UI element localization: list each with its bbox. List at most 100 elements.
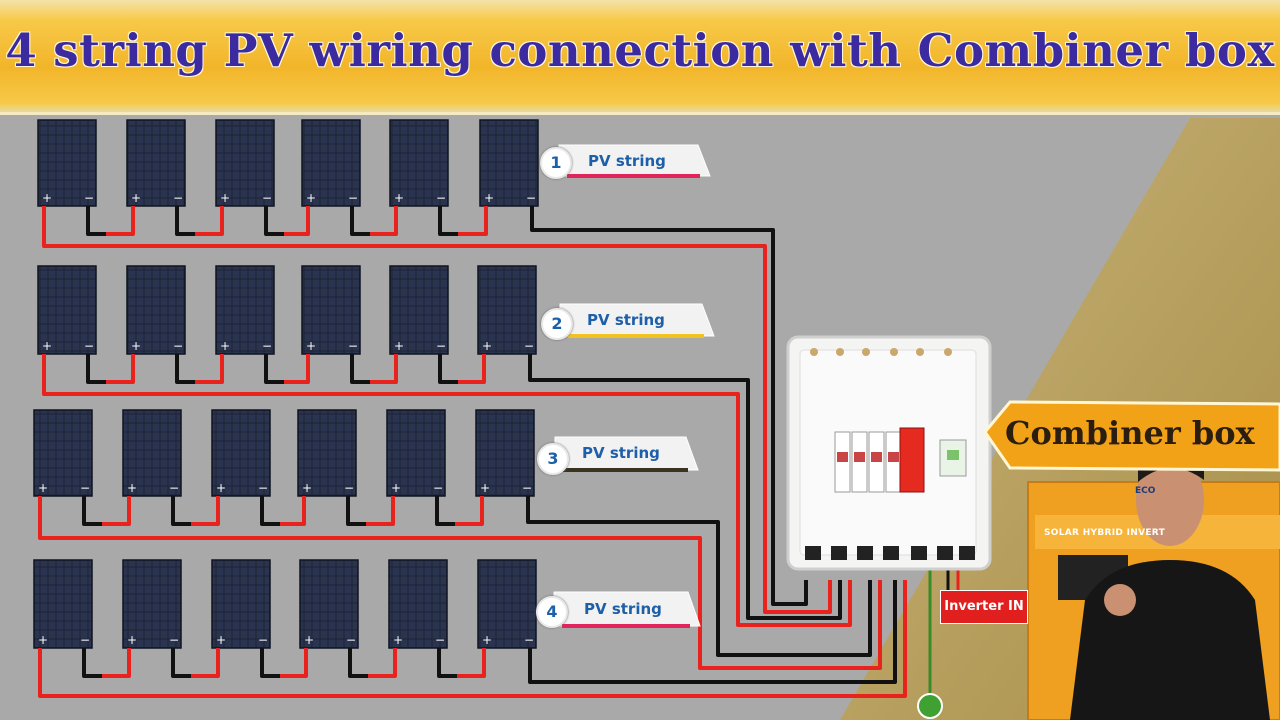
- solar-panel: [122, 559, 182, 649]
- negative-wire: [82, 648, 104, 678]
- solar-panel: [37, 265, 97, 355]
- inverter-in-label: Inverter IN: [940, 590, 1028, 624]
- solar-panel: [297, 409, 357, 497]
- screw-terminal: [890, 348, 898, 356]
- string-number-2: 2: [541, 308, 573, 340]
- screw-terminal: [862, 348, 870, 356]
- plus-terminal: +: [394, 339, 404, 353]
- solar-panel: [33, 409, 93, 497]
- cable-gland: [805, 546, 821, 560]
- cable-gland: [911, 546, 927, 560]
- positive-wire: [284, 354, 310, 384]
- minus-terminal: −: [84, 191, 94, 205]
- screw-terminal: [916, 348, 924, 356]
- negative-wire: [264, 206, 286, 236]
- page-title: 4 string PV wiring connection with Combi…: [5, 24, 1275, 77]
- positive-wire: [280, 496, 306, 526]
- minus-terminal: −: [433, 481, 443, 495]
- solar-panel: [211, 559, 271, 649]
- solar-panel-array: +−+−+−+−+−+−+−+−+−+−+−+−+−+−+−+−+−+−+−+−…: [33, 119, 539, 649]
- negative-wire: [350, 354, 372, 384]
- minus-terminal: −: [173, 191, 183, 205]
- string-label-4: PV string: [584, 600, 662, 618]
- presenter-hand: [1104, 584, 1136, 616]
- minus-terminal: −: [344, 481, 354, 495]
- solar-panel: [37, 119, 97, 207]
- plus-terminal: +: [393, 633, 403, 647]
- presenter-head: [1136, 454, 1204, 546]
- positive-wire: [42, 206, 832, 614]
- plus-terminal: +: [127, 481, 137, 495]
- positive-wire: [42, 354, 852, 627]
- positive-wire: [457, 648, 486, 678]
- solar-panel: [126, 265, 186, 355]
- plus-terminal: +: [131, 191, 141, 205]
- positive-wire: [195, 206, 224, 236]
- ground-symbol: [917, 693, 943, 719]
- solar-panel: [211, 409, 271, 497]
- minus-terminal: −: [84, 339, 94, 353]
- minus-terminal: −: [262, 191, 272, 205]
- negative-wire: [437, 648, 459, 678]
- isolator-switch: [947, 450, 959, 460]
- string-label-1: PV string: [588, 152, 666, 170]
- minus-terminal: −: [348, 191, 358, 205]
- positive-wire: [106, 206, 135, 236]
- negative-wire: [526, 496, 872, 657]
- minus-terminal: −: [258, 633, 268, 647]
- positive-wire: [102, 496, 131, 526]
- cable-gland: [857, 546, 873, 560]
- solar-panel: [386, 409, 446, 497]
- positive-wire: [191, 648, 220, 678]
- solar-panel: [479, 119, 539, 207]
- negative-wire: [530, 206, 808, 606]
- plus-terminal: +: [480, 481, 490, 495]
- plus-terminal: +: [302, 481, 312, 495]
- plus-terminal: +: [482, 339, 492, 353]
- positive-wire: [370, 354, 398, 384]
- plus-terminal: +: [42, 191, 52, 205]
- plus-terminal: +: [391, 481, 401, 495]
- string-number-4: 4: [536, 596, 568, 628]
- minus-terminal: −: [169, 633, 179, 647]
- plus-terminal: +: [306, 191, 316, 205]
- cable-gland: [937, 546, 953, 560]
- cable-gland: [883, 546, 899, 560]
- negative-wire: [346, 496, 368, 526]
- minus-terminal: −: [80, 481, 90, 495]
- cable-gland: [959, 546, 975, 560]
- plus-terminal: +: [131, 339, 141, 353]
- plus-terminal: +: [38, 481, 48, 495]
- solar-panel: [126, 119, 186, 207]
- solar-panel: [122, 409, 182, 497]
- minus-terminal: −: [346, 633, 356, 647]
- negative-wire: [82, 496, 104, 526]
- plus-terminal: +: [220, 339, 230, 353]
- positive-wire: [195, 354, 224, 384]
- minus-terminal: −: [526, 191, 536, 205]
- solar-panel: [477, 265, 537, 355]
- string-number-3: 3: [537, 443, 569, 475]
- positive-wire: [106, 354, 135, 384]
- combiner-box-label: Combiner box: [1005, 414, 1255, 452]
- negative-wire: [175, 354, 197, 384]
- plus-terminal: +: [304, 633, 314, 647]
- minus-terminal: −: [258, 481, 268, 495]
- minus-terminal: −: [524, 633, 534, 647]
- plus-terminal: +: [484, 191, 494, 205]
- minus-terminal: −: [348, 339, 358, 353]
- solar-panel: [475, 409, 535, 497]
- minus-terminal: −: [436, 191, 446, 205]
- negative-wire: [260, 496, 282, 526]
- string-label-2: PV string: [587, 311, 665, 329]
- negative-wire: [86, 206, 108, 236]
- positive-wire: [458, 206, 488, 236]
- negative-wire: [350, 206, 372, 236]
- negative-wire: [438, 206, 460, 236]
- plus-terminal: +: [394, 191, 404, 205]
- positive-wire: [284, 206, 310, 236]
- plus-terminal: +: [127, 633, 137, 647]
- screw-terminal: [836, 348, 844, 356]
- solar-panel: [215, 119, 275, 207]
